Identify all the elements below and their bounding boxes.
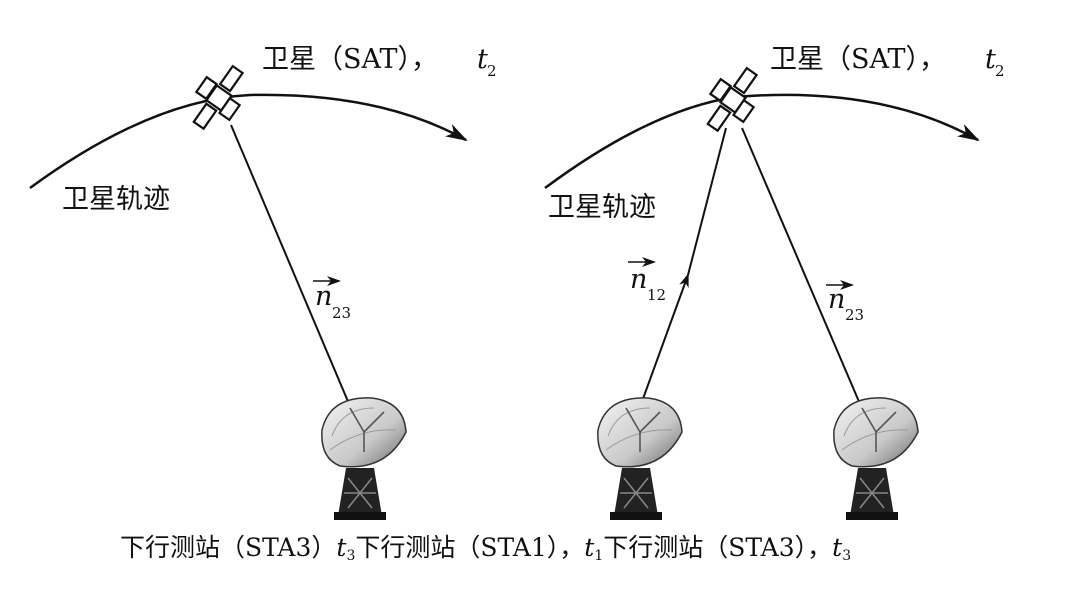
right-uplink-vector xyxy=(635,273,689,419)
right-orbit-label: 卫星轨迹 xyxy=(548,192,656,223)
left-orbit-path xyxy=(29,93,468,190)
right-uplink-vector-tail xyxy=(687,127,727,276)
left-downlink-vector xyxy=(230,124,356,420)
left-satellite-time-sub: 2 xyxy=(487,62,497,80)
right-station-sta3-dish-icon xyxy=(833,397,919,521)
station-middle-label: 下行测站（STA1）， xyxy=(355,533,585,562)
right-uplink-label: n xyxy=(630,264,647,295)
right-downlink-vector xyxy=(741,127,867,420)
station-left-time: t xyxy=(336,533,347,562)
left-satellite-time: t xyxy=(477,44,488,75)
right-downlink-label: n xyxy=(828,284,845,315)
right-satellite-label: 卫星（SAT）， xyxy=(770,44,946,75)
station-right-time-sub: 3 xyxy=(842,548,852,564)
left-vector-sub: 23 xyxy=(332,304,351,322)
right-satellite-time-sub: 2 xyxy=(995,62,1005,80)
left-orbit-label: 卫星轨迹 xyxy=(62,184,170,215)
right-uplink-sub: 12 xyxy=(647,286,666,304)
left-vector-label: n xyxy=(315,281,332,312)
station-middle-time: t xyxy=(584,533,595,562)
right-satellite-time: t xyxy=(985,44,996,75)
left-station-dish-icon xyxy=(321,397,407,521)
right-downlink-sub: 23 xyxy=(845,306,864,324)
right-satellite-icon xyxy=(706,67,758,132)
right-station-sta1-dish-icon xyxy=(597,397,683,521)
left-satellite-label: 卫星（SAT）， xyxy=(262,44,438,75)
station-right-label: 下行测站（STA3）， xyxy=(603,533,833,562)
station-left-label: 下行测站（STA3） xyxy=(120,533,337,562)
station-right-time: t xyxy=(832,533,843,562)
station-caption-row: 下行测站（STA3）t3下行测站（STA1），t1下行测站（STA3），t3 xyxy=(120,528,851,564)
station-middle-time-sub: 1 xyxy=(594,548,604,564)
station-left-time-sub: 3 xyxy=(346,548,356,564)
